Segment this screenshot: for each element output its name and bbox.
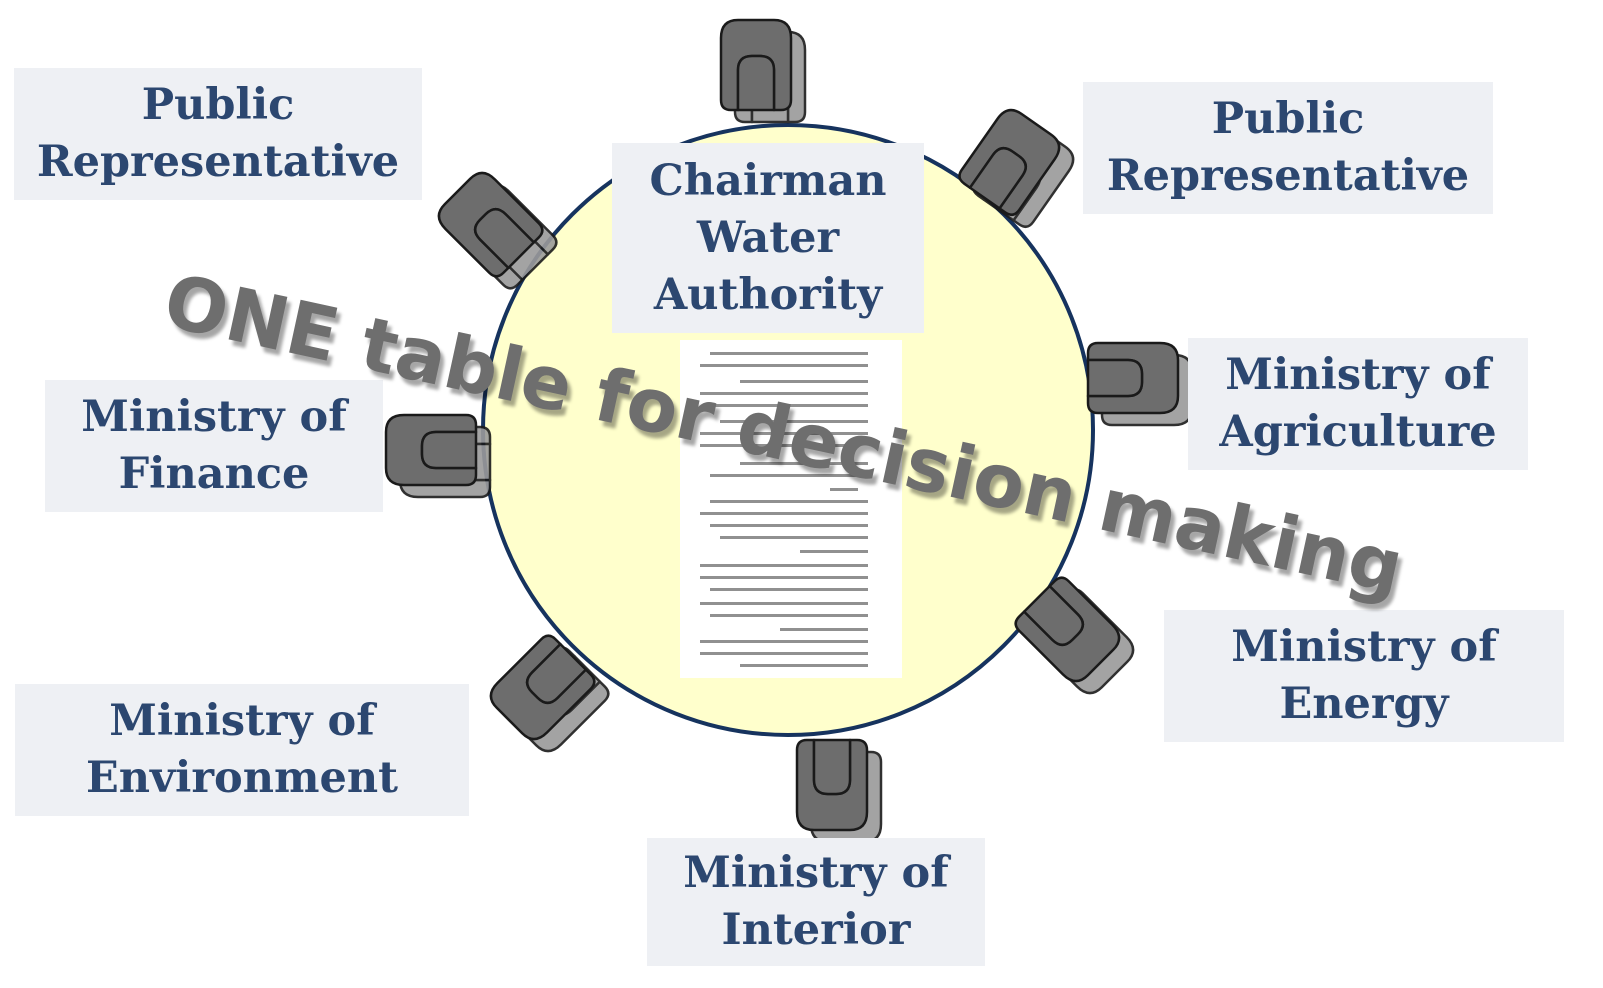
document-icon xyxy=(680,340,902,678)
seat-line-1: Public xyxy=(1211,94,1365,144)
document-text-line xyxy=(700,392,868,395)
armchair-icon xyxy=(795,738,883,844)
chair-body xyxy=(1086,341,1180,415)
seat-line-2: Agriculture xyxy=(1219,407,1497,457)
seat-line-2: Energy xyxy=(1279,679,1449,729)
chairman-line-2: Water xyxy=(696,212,840,263)
armchair-icon xyxy=(384,413,492,499)
document-text-line xyxy=(710,614,868,617)
seat-line-1: Ministry of xyxy=(1225,350,1491,400)
document-text-line xyxy=(700,432,868,435)
chair-body xyxy=(384,413,478,487)
seat-line-2: Representative xyxy=(36,137,400,187)
document-text-line xyxy=(720,420,868,423)
document-text-line xyxy=(800,550,868,553)
seat-label-public-rep-left: Public Representative xyxy=(14,68,422,200)
document-text-line xyxy=(720,536,868,539)
document-text-line xyxy=(780,628,868,631)
document-text-line xyxy=(740,462,868,465)
document-text-line xyxy=(740,380,868,383)
document-text-line xyxy=(710,474,868,477)
seat-label-public-rep-right: Public Representative xyxy=(1083,82,1493,214)
document-text-line xyxy=(830,488,858,491)
chair-body xyxy=(795,738,869,832)
seat-line-1: Ministry of xyxy=(1231,622,1497,672)
seat-line-1: Ministry of xyxy=(683,848,949,898)
seat-label-energy: Ministry of Energy xyxy=(1164,610,1564,742)
seat-label-agriculture: Ministry of Agriculture xyxy=(1188,338,1528,470)
chairman-line-3: Authority xyxy=(653,269,883,320)
document-text-line xyxy=(700,576,868,579)
seat-line-1: Ministry of xyxy=(109,696,375,746)
document-text-line xyxy=(700,640,868,643)
document-text-line xyxy=(740,664,868,667)
seat-label-chairman: Chairman Water Authority xyxy=(612,143,924,333)
seat-line-2: Representative xyxy=(1106,151,1470,201)
document-text-line xyxy=(710,404,868,407)
seat-line-1: Ministry of xyxy=(81,392,347,442)
seat-line-2: Environment xyxy=(86,753,398,803)
document-text-line xyxy=(710,588,868,591)
document-text-line xyxy=(700,512,868,515)
seat-line-2: Interior xyxy=(721,905,911,955)
document-text-line xyxy=(700,444,858,447)
seat-label-finance: Ministry of Finance xyxy=(45,380,383,512)
chairman-line-1: Chairman xyxy=(649,155,887,206)
document-text-line xyxy=(700,564,868,567)
document-text-line xyxy=(710,524,868,527)
document-text-line xyxy=(700,602,868,605)
document-text-line xyxy=(700,652,868,655)
chair-body xyxy=(719,18,793,112)
document-text-line xyxy=(700,364,868,367)
seat-label-interior: Ministry of Interior xyxy=(647,838,985,966)
armchair-icon xyxy=(719,18,807,124)
seat-label-environment: Ministry of Environment xyxy=(15,684,469,816)
document-text-line xyxy=(710,500,868,503)
document-text-line xyxy=(710,352,868,355)
seat-line-2: Finance xyxy=(118,449,310,499)
armchair-icon xyxy=(1086,341,1194,427)
seat-line-1: Public xyxy=(141,80,295,130)
